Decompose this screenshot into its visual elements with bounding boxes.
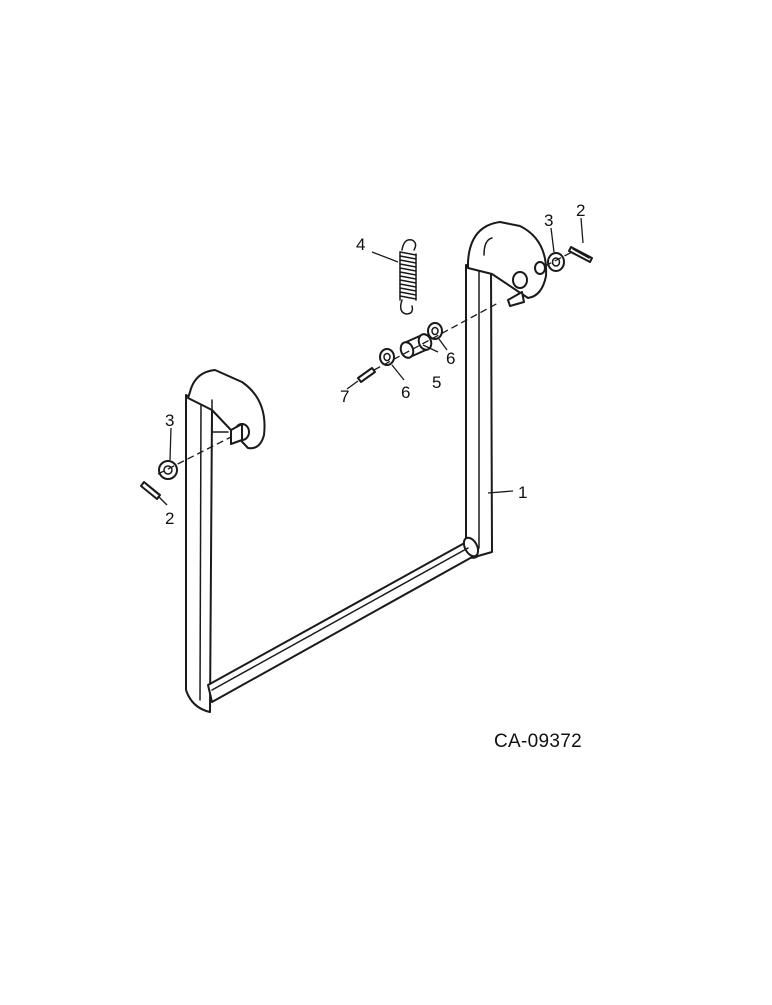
callout-part-3-left: 3 [165, 411, 174, 430]
callout-part-7: 7 [340, 387, 349, 406]
callout-part-2-right: 2 [576, 201, 585, 220]
bushing-part-5 [399, 333, 433, 359]
callout-part-6-lower: 6 [401, 383, 410, 402]
callout-part-6-upper: 6 [446, 349, 455, 368]
washer-right-part-3 [547, 252, 565, 272]
callout-part-1: 1 [518, 483, 527, 502]
washer-left-part-3 [158, 460, 178, 480]
washer-lower-part-6 [379, 348, 395, 366]
callout-part-5: 5 [432, 373, 441, 392]
assembly-lines [157, 251, 573, 475]
frame-part-1 [185, 221, 548, 713]
cotter-pin-right-part-2 [568, 246, 593, 263]
callout-part-4: 4 [356, 235, 365, 254]
drawing-code: CA-09372 [494, 731, 582, 752]
spring-part-4 [399, 238, 417, 315]
cotter-pin-left-part-2 [140, 481, 161, 500]
pin-part-7 [357, 367, 376, 383]
leader-lines [157, 217, 584, 506]
callout-part-3-right: 3 [544, 211, 553, 230]
washer-upper-part-6 [427, 322, 443, 340]
callout-part-2-left: 2 [165, 509, 174, 528]
